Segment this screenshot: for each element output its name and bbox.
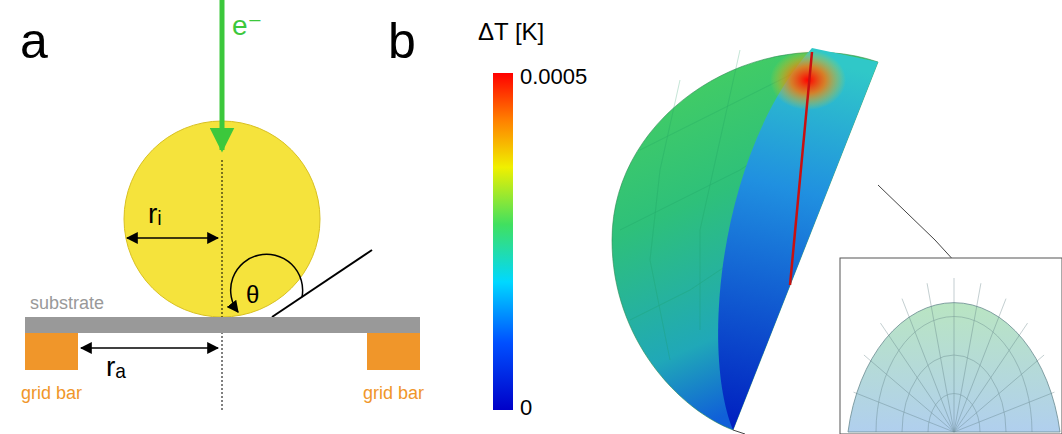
radius-arrow — [81, 347, 218, 349]
angle-label: θ — [246, 283, 259, 307]
part-label: grid bar — [21, 384, 82, 402]
angle-arc — [231, 254, 303, 312]
substrate-bar: substrate — [25, 317, 420, 333]
beam-track — [952, 274, 956, 432]
panel-letter: a — [20, 16, 48, 66]
beam-track — [790, 52, 812, 285]
grid-bar: grid bar — [367, 333, 420, 370]
grid-bar: grid bar — [25, 333, 78, 370]
colorbar-tick: 0 — [520, 397, 532, 419]
panel-letter: b — [388, 16, 416, 66]
beam-label: e⁻ — [232, 12, 262, 40]
electron-beam — [220, 0, 225, 150]
colorbar — [493, 73, 513, 410]
part-label: substrate — [30, 294, 104, 312]
radius-arrow — [127, 237, 218, 239]
colorbar-title: ΔT [K] — [478, 20, 544, 44]
dimension-label: rᵢ — [148, 200, 162, 228]
colorbar-tick: 0.0005 — [520, 66, 587, 88]
inset — [840, 258, 1062, 434]
dimension-label: rₐ — [106, 353, 126, 381]
part-label: grid bar — [363, 384, 424, 402]
droplet — [124, 121, 320, 317]
